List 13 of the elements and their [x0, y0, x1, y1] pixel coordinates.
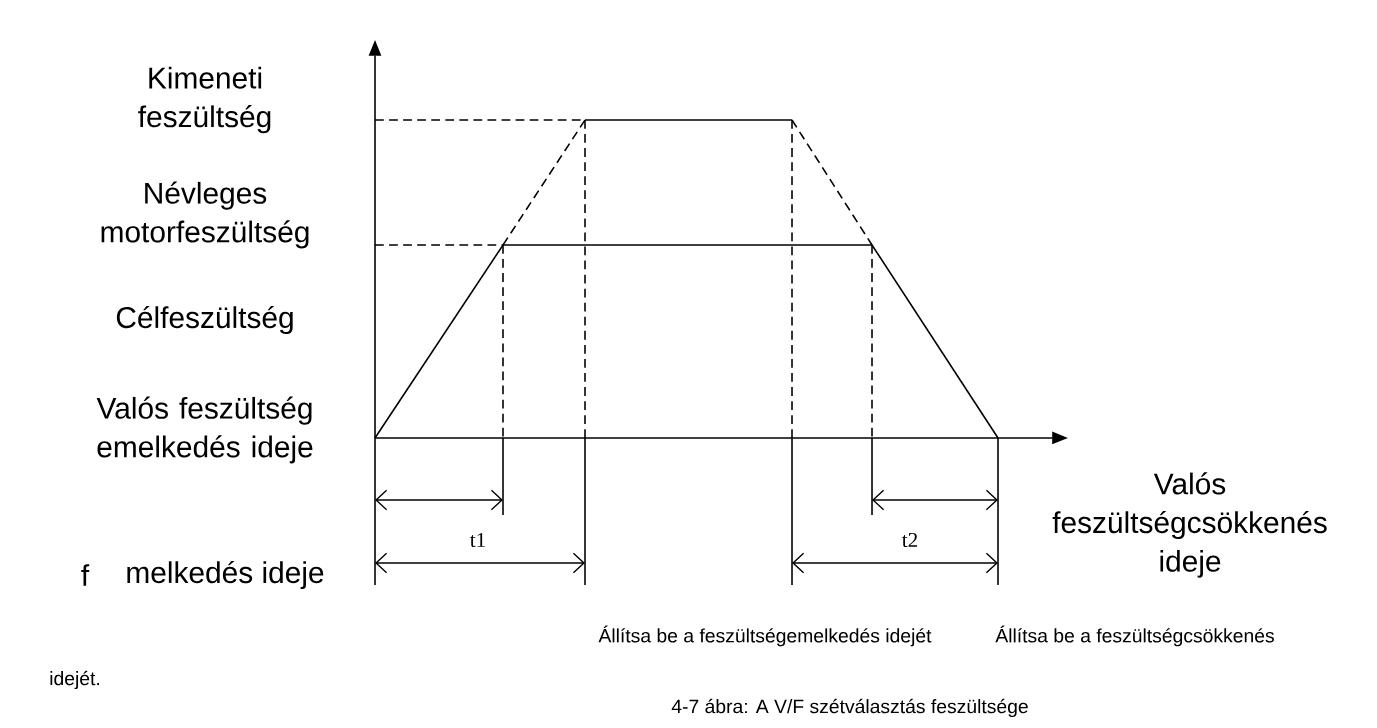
axis-label: Valós feszültségcsökkenés ideje: [1052, 472, 1327, 578]
dimension-label: t2: [902, 532, 918, 548]
dimension-label: t1: [470, 532, 485, 548]
note-text: Állítsa be a feszültségemelkedés idejét: [598, 625, 932, 647]
note-text: Állítsa be a feszültségcsökkenés: [995, 625, 1274, 647]
axis-label: Célfeszültség: [116, 305, 293, 335]
caption: 4-7 ábra: A V/F szétválasztás feszültsége: [671, 698, 1028, 718]
note-text: melkedés ideje: [127, 560, 324, 590]
axis-label: Névleges motorfeszültség: [101, 181, 309, 249]
note-text: f: [81, 564, 90, 586]
axis-label: Valós feszültség emelkedés ideje: [96, 396, 313, 464]
note-text: idejét.: [50, 670, 100, 690]
axis-label: Kimeneti feszültség: [138, 66, 271, 134]
